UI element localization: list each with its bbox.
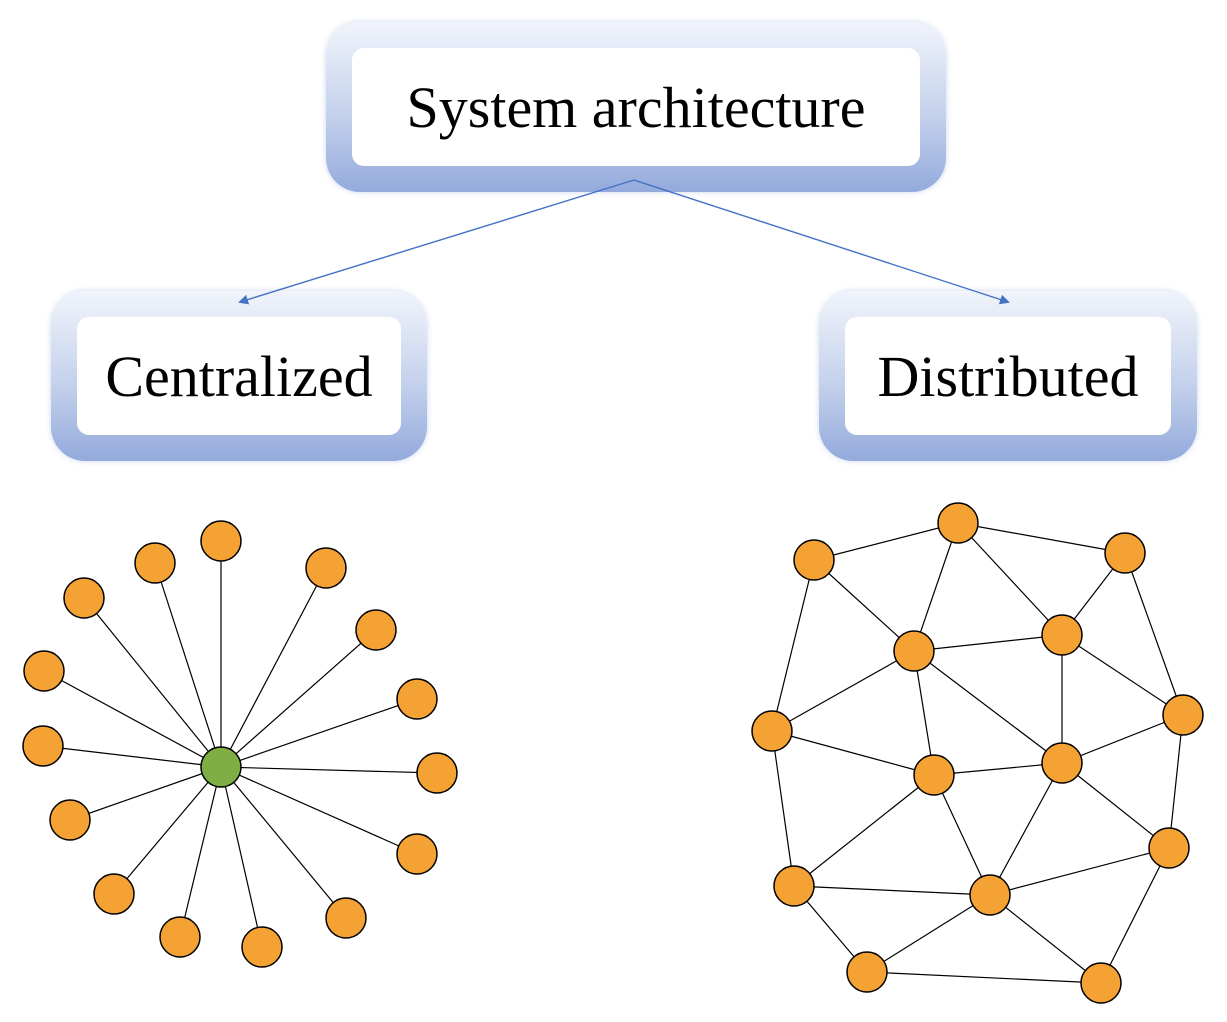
spoke-node xyxy=(325,897,367,939)
mesh-node xyxy=(1080,962,1122,1004)
mesh-edge xyxy=(813,559,915,652)
distributed-label: Distributed xyxy=(845,317,1171,435)
mesh-node xyxy=(1041,614,1083,656)
mesh-edge xyxy=(1100,847,1170,984)
mesh-edge xyxy=(933,774,991,896)
centralized-box: Centralized xyxy=(51,291,427,461)
mesh-edge xyxy=(957,522,1063,636)
spoke-node xyxy=(305,547,347,589)
mesh-edge xyxy=(866,894,991,973)
mesh-edge xyxy=(813,522,959,561)
mesh-node xyxy=(893,630,935,672)
spoke-edge xyxy=(220,766,263,948)
mesh-edge xyxy=(913,634,1063,652)
spoke-node xyxy=(416,752,458,794)
spoke-edge xyxy=(83,597,222,768)
mesh-edge xyxy=(957,522,1126,554)
mesh-edge xyxy=(1124,552,1184,716)
mesh-edge xyxy=(989,894,1102,984)
mesh-edge xyxy=(771,559,815,732)
spoke-edge xyxy=(220,766,418,855)
spoke-node xyxy=(159,916,201,958)
mesh-edge xyxy=(793,885,991,896)
mesh-edge xyxy=(913,522,959,652)
distributed-network xyxy=(751,502,1204,1004)
spoke-node xyxy=(134,542,176,584)
spoke-node xyxy=(93,873,135,915)
spoke-edge xyxy=(179,766,222,938)
spoke-edge xyxy=(220,766,438,774)
mesh-edge xyxy=(1061,634,1184,716)
mesh-edge xyxy=(913,650,1063,764)
mesh-node xyxy=(913,754,955,796)
spoke-edge xyxy=(220,698,418,768)
root-label: System architecture xyxy=(352,48,920,166)
spoke-edge xyxy=(113,766,222,895)
mesh-edge xyxy=(771,730,795,887)
root-box: System architecture xyxy=(326,22,946,192)
spoke-node xyxy=(63,577,105,619)
spoke-edge xyxy=(220,629,377,768)
centralized-label: Centralized xyxy=(77,317,401,435)
distributed-box: Distributed xyxy=(819,291,1197,461)
mesh-edge xyxy=(1061,762,1170,849)
spoke-edge xyxy=(42,745,222,768)
mesh-node xyxy=(846,951,888,993)
spoke-edge xyxy=(154,562,222,768)
mesh-node xyxy=(793,539,835,581)
mesh-node xyxy=(1041,742,1083,784)
mesh-node xyxy=(969,874,1011,916)
spoke-edge xyxy=(220,766,347,919)
mesh-edge xyxy=(771,730,935,776)
mesh-edge xyxy=(1168,714,1184,849)
mesh-node xyxy=(1148,827,1190,869)
mesh-edge xyxy=(771,650,915,732)
mesh-edge xyxy=(793,774,935,887)
spoke-node xyxy=(23,650,65,692)
mesh-edge xyxy=(989,847,1170,896)
mesh-node xyxy=(1162,694,1204,736)
hub-node xyxy=(200,746,242,788)
spoke-node xyxy=(200,520,242,562)
spoke-node xyxy=(396,678,438,720)
mesh-node xyxy=(773,865,815,907)
spoke-node xyxy=(49,799,91,841)
mesh-edge xyxy=(1061,714,1184,764)
arrow-to-centralized xyxy=(238,179,635,305)
spoke-node xyxy=(241,926,283,968)
centralized-network xyxy=(22,520,458,968)
mesh-edge xyxy=(866,971,1102,984)
spoke-node xyxy=(22,725,64,767)
arrow-to-distributed xyxy=(633,179,1010,305)
spoke-edge xyxy=(43,670,222,768)
mesh-edge xyxy=(913,650,935,776)
arrows xyxy=(238,179,1010,305)
mesh-node xyxy=(1104,532,1146,574)
mesh-node xyxy=(751,710,793,752)
mesh-edge xyxy=(933,762,1063,776)
mesh-edge xyxy=(989,762,1063,896)
spoke-edge xyxy=(69,766,222,821)
spoke-edge xyxy=(220,567,327,768)
spoke-node xyxy=(355,609,397,651)
spoke-node xyxy=(396,833,438,875)
mesh-node xyxy=(937,502,979,544)
